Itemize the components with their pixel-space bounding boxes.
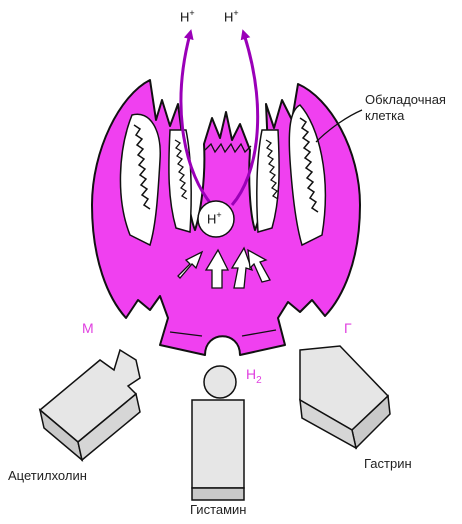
h-plus-label-left: H+ xyxy=(180,8,195,24)
acetylcholine-label: Ацетилхолин xyxy=(8,468,87,483)
left-canaliculus xyxy=(120,114,160,245)
h-plus-left-sup: + xyxy=(189,8,194,18)
h-plus-right-sup: + xyxy=(233,8,238,18)
h-plus-right-text: H xyxy=(224,9,233,24)
h-plus-center-text: H xyxy=(207,211,216,226)
h-plus-left-text: H xyxy=(180,9,189,24)
receptor-label-m: М xyxy=(82,320,94,336)
receptor-label-h2: H2 xyxy=(246,366,262,386)
histamine-block-side xyxy=(192,488,244,500)
receptor-h2-sub: 2 xyxy=(256,375,262,386)
histamine-block-head xyxy=(204,366,236,398)
histamine-block-body xyxy=(192,400,244,488)
gastrin-label: Гастрин xyxy=(364,456,412,471)
cell-label-line2: клетка xyxy=(365,108,404,123)
cell-label-line1: Обкладочная xyxy=(365,92,446,107)
histamine-label: Гистамин xyxy=(190,502,247,517)
receptor-label-g: Г xyxy=(344,320,352,336)
h-plus-center-sup: + xyxy=(216,210,221,220)
h-plus-label-center: H+ xyxy=(207,210,222,226)
receptor-h2-text: H xyxy=(246,366,256,382)
h-plus-label-right: H+ xyxy=(224,8,239,24)
